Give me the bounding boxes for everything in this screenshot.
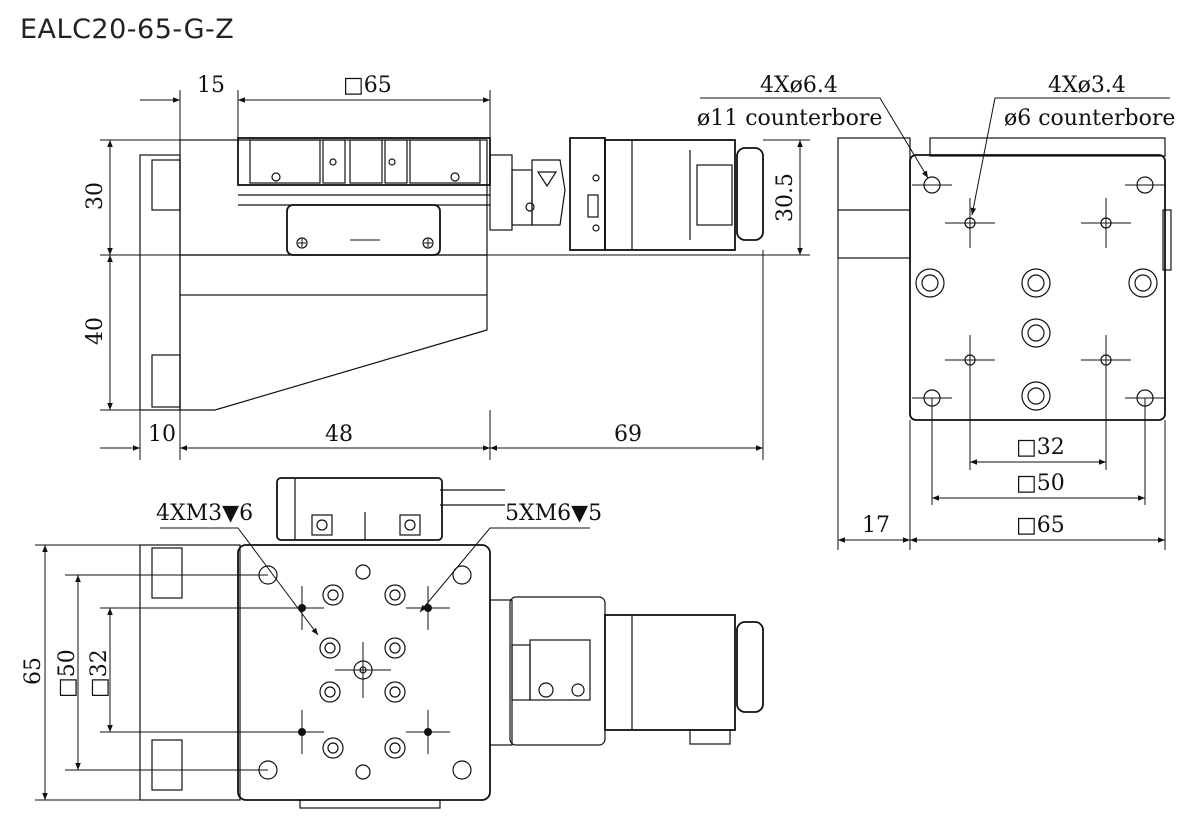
top-dim-32: □32 [87, 649, 112, 698]
top-view: 4XM3▼6 5XM6▼5 65 □50 □32 [21, 477, 764, 809]
front-dim-48: 48 [325, 422, 353, 447]
side-view: 4Xø6.4 ø11 counterbore 4Xø3.4 ø6 counter… [697, 73, 1175, 550]
front-dim-30: 30 [83, 182, 108, 210]
front-dim-10: 10 [148, 422, 176, 447]
hole-note-1-line2: ø11 counterbore [697, 106, 882, 131]
front-dim-69: 69 [614, 422, 642, 447]
front-dim-width: □65 [343, 73, 392, 98]
side-dim-50: □50 [1016, 471, 1065, 496]
drawing-title: EALC20-65-G-Z [20, 14, 235, 45]
side-dim-17: 17 [862, 513, 890, 538]
side-dim-65: □65 [1016, 513, 1065, 538]
side-dim-32: □32 [1016, 435, 1065, 460]
top-dim-65: 65 [21, 657, 46, 685]
hole-note-2-line2: ø6 counterbore [1004, 106, 1175, 131]
front-view: 15 □65 30 40 30.5 10 48 69 [83, 73, 810, 460]
top-dim-50: □50 [55, 649, 80, 698]
side-holes [912, 176, 1165, 411]
front-dim-30-5: 30.5 [773, 173, 798, 222]
hole-note-2-line1: 4Xø3.4 [1048, 73, 1126, 98]
front-dim-15: 15 [197, 73, 225, 98]
thread-note-2: 5XM6▼5 [505, 501, 602, 526]
hole-note-1-line1: 4Xø6.4 [760, 73, 838, 98]
top-holes [258, 564, 472, 780]
front-dim-40: 40 [83, 317, 108, 345]
thread-note-1: 4XM3▼6 [156, 501, 253, 526]
